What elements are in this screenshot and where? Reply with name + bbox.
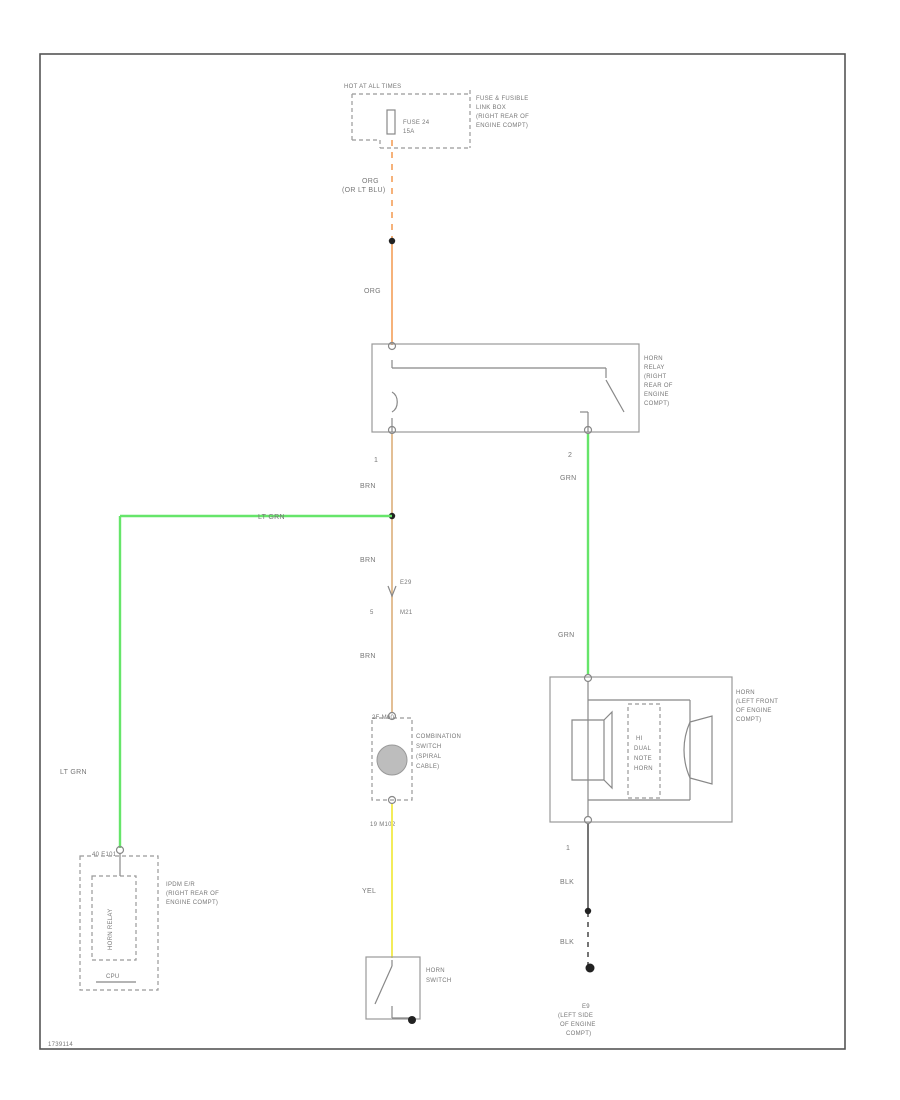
connector-bottom-label: M21 — [400, 610, 413, 616]
ipdm-label-2: (RIGHT REAR OF — [166, 891, 219, 897]
ipdm-er: 40 E101 HORN RELAY CPU IPDM E/R (RIGHT R… — [79, 845, 219, 991]
combination-switch-top-pins: 2F M60 — [372, 715, 395, 721]
combination-switch-label-2: SWITCH — [416, 744, 441, 750]
horn-switch: HORN SWITCH — [365, 956, 451, 1024]
wire-label-yel: YEL — [362, 888, 376, 895]
horn-box — [549, 676, 733, 823]
horn-relay-pin-2: 2 — [568, 452, 572, 459]
wire-label-brn-3: BRN — [360, 653, 376, 660]
ground-label-4: COMPT) — [566, 1031, 591, 1037]
combination-switch-bottom-pins: 19 M102 — [370, 822, 396, 828]
combination-switch: 2F M60 COMBINATION SWITCH (SPIRAL CABLE)… — [370, 711, 461, 828]
fuse-box: HOT AT ALL TIMES FUSE 24 15A FUSE & FUSI… — [344, 84, 529, 149]
fuse-box-location-line-4: ENGINE COMPT) — [476, 123, 528, 129]
horn-relay-label-4: REAR OF — [644, 383, 673, 389]
wire-label-grn-1: GRN — [560, 475, 576, 482]
horn-inner-label-1: HI — [636, 736, 643, 742]
horn-relay: HORN RELAY (RIGHT REAR OF ENGINE COMPT) … — [371, 341, 673, 464]
wire-lt-green — [118, 514, 392, 848]
fuse-icon — [386, 109, 396, 135]
ground-label-2: (LEFT SIDE — [558, 1013, 593, 1019]
fuse-box-location-line-3: (RIGHT REAR OF — [476, 114, 529, 120]
diagram-frame — [39, 53, 846, 1050]
fuse-label-line-2: 15A — [403, 129, 415, 135]
wire-label-brn-2: BRN — [360, 557, 376, 564]
wire-label-brn-1: BRN — [360, 483, 376, 490]
ground-e9: E9 (LEFT SIDE OF ENGINE COMPT) — [558, 1004, 596, 1037]
combination-switch-label-4: CABLE) — [416, 764, 439, 770]
horn-inner-label-4: HORN — [634, 766, 653, 772]
horn-inner-label-3: NOTE — [634, 756, 652, 762]
ground-label-3: OF ENGINE — [560, 1022, 596, 1028]
ground-label-1: E9 — [582, 1004, 590, 1010]
wire-label-lt-grn-h: LT GRN — [258, 514, 285, 521]
connector-e29: E29 5 M21 — [370, 580, 413, 616]
horn-relay-label-6: COMPT) — [644, 401, 669, 407]
figure-id: 1739114 — [48, 1042, 73, 1048]
horn-label-3: OF ENGINE — [736, 708, 772, 714]
ipdm-label-1: IPDM E/R — [166, 882, 195, 888]
wire-label-orn-1: ORG — [362, 178, 379, 185]
fuse-box-location-line-1: FUSE & FUSIBLE — [476, 96, 529, 102]
connector-pin-label: 5 — [370, 610, 374, 616]
fuse-box-header: HOT AT ALL TIMES — [344, 84, 402, 90]
wire-label-orn-2: ORG — [364, 288, 381, 295]
ground-node-icon — [585, 963, 595, 973]
horn-relay-label-5: ENGINE — [644, 392, 669, 398]
fuse-label-line-1: FUSE 24 — [403, 120, 430, 126]
horn-relay-label-2: RELAY — [644, 365, 665, 371]
wire-label-lt-grn-v: LT GRN — [60, 769, 87, 776]
horn-speaker-right-icon — [683, 715, 713, 785]
horn: HI DUAL NOTE HORN HORN (LEFT FRONT OF EN… — [549, 673, 778, 852]
ipdm-cpu-label: CPU — [106, 974, 120, 980]
horn-switch-arm-icon — [374, 965, 393, 1005]
splice-node-3 — [584, 907, 592, 915]
horn-relay-label-3: (RIGHT — [644, 374, 666, 380]
relay-coil-icon — [391, 360, 398, 432]
horn-speaker-left-icon — [571, 710, 613, 790]
ipdm-header: 40 E101 — [92, 852, 117, 858]
wire-label-blk-1: BLK — [560, 879, 574, 886]
wire-label-blk-2: BLK — [560, 939, 574, 946]
horn-relay-pin-1: 1 — [374, 457, 378, 464]
combination-switch-label-3: (SPIRAL — [416, 754, 442, 760]
horn-pin-1: 1 — [566, 845, 570, 852]
connector-top-label: E29 — [400, 580, 412, 586]
horn-label-1: HORN — [736, 690, 755, 696]
wire-label-grn-2: GRN — [558, 632, 574, 639]
spiral-cable-icon — [376, 744, 408, 776]
horn-relay-box — [371, 343, 640, 433]
wire-label-orn-lt-blu: (OR LT BLU) — [342, 187, 386, 194]
relay-switch-arm-icon — [605, 379, 625, 413]
horn-label-2: (LEFT FRONT — [736, 699, 778, 705]
splice-node-1 — [388, 237, 396, 245]
fuse-box-location-line-2: LINK BOX — [476, 105, 506, 111]
ipdm-label-3: ENGINE COMPT) — [166, 900, 218, 906]
ipdm-inner-label: HORN RELAY — [108, 908, 114, 950]
horn-inner-label-2: DUAL — [634, 746, 652, 752]
horn-switch-ground-node — [408, 1016, 416, 1024]
horn-switch-label-2: SWITCH — [426, 978, 451, 984]
horn-label-4: COMPT) — [736, 717, 761, 723]
combination-switch-label-1: COMBINATION — [416, 734, 461, 740]
horn-switch-label-1: HORN — [426, 968, 445, 974]
horn-relay-label-1: HORN — [644, 356, 663, 362]
